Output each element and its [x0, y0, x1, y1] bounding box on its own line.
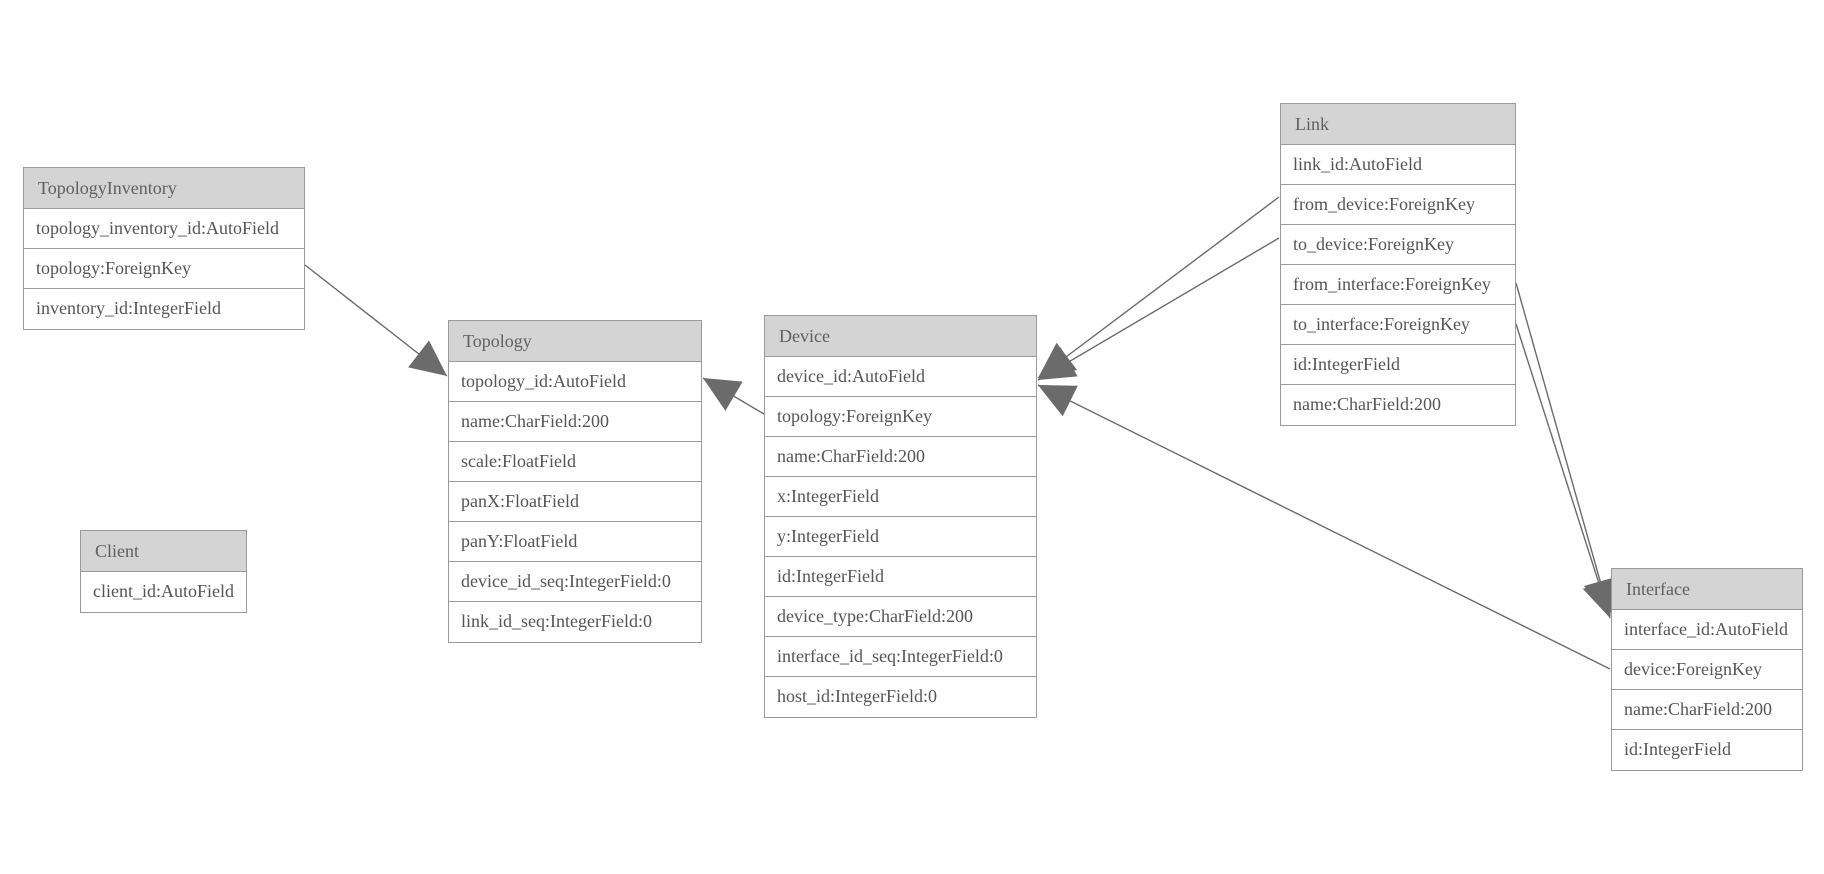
arrowhead-icon: [408, 340, 447, 376]
arrowhead-icon: [1038, 342, 1077, 378]
entity-field-row: topology_id:AutoField: [449, 362, 701, 402]
relationship-line: [702, 377, 765, 415]
entity-field-row: name:CharField:200: [765, 437, 1036, 477]
entity-field-row: id:IntegerField: [1612, 730, 1802, 770]
entity-title-device: Device: [765, 316, 1036, 357]
relationship-rel-device-topology: [702, 377, 765, 415]
entity-field-row: id:IntegerField: [1281, 345, 1515, 385]
arrowhead-icon: [703, 378, 743, 411]
entity-field-row: name:CharField:200: [1612, 690, 1802, 730]
entity-field-row: from_device:ForeignKey: [1281, 185, 1515, 225]
entity-field-row: link_id_seq:IntegerField:0: [449, 602, 701, 642]
entity-field-row: to_interface:ForeignKey: [1281, 305, 1515, 345]
entity-field-row: device_type:CharField:200: [765, 597, 1036, 637]
relationship-rel-link-frominterface: [1515, 282, 1617, 617]
entity-title-link: Link: [1281, 104, 1515, 145]
entity-field-row: id:IntegerField: [765, 557, 1036, 597]
relationship-line: [1037, 384, 1611, 670]
entity-field-row: x:IntegerField: [765, 477, 1036, 517]
entity-field-row: client_id:AutoField: [81, 572, 246, 612]
entity-field-row: host_id:IntegerField:0: [765, 677, 1036, 717]
entity-field-row: device:ForeignKey: [1612, 650, 1802, 690]
entity-title-topology_inventory: TopologyInventory: [24, 168, 304, 209]
entity-field-row: panX:FloatField: [449, 482, 701, 522]
entity-field-row: interface_id:AutoField: [1612, 610, 1802, 650]
arrowhead-icon: [1038, 347, 1078, 380]
entity-field-row: link_id:AutoField: [1281, 145, 1515, 185]
relationship-line: [1037, 196, 1280, 379]
entity-field-row: device_id:AutoField: [765, 357, 1036, 397]
entity-field-row: name:CharField:200: [449, 402, 701, 442]
entity-field-row: panY:FloatField: [449, 522, 701, 562]
entity-field-row: device_id_seq:IntegerField:0: [449, 562, 701, 602]
entity-field-row: name:CharField:200: [1281, 385, 1515, 425]
relationship-rel-link-todevice: [1037, 237, 1280, 381]
relationship-rel-link-tointerface: [1515, 323, 1616, 619]
entity-title-client: Client: [81, 531, 246, 572]
entity-field-row: from_interface:ForeignKey: [1281, 265, 1515, 305]
arrowhead-icon: [1038, 385, 1078, 417]
entity-title-interface: Interface: [1612, 569, 1802, 610]
entity-field-row: inventory_id:IntegerField: [24, 289, 304, 329]
relationship-rel-interface-device: [1037, 384, 1611, 670]
entity-field-row: y:IntegerField: [765, 517, 1036, 557]
relationship-line: [1515, 282, 1611, 617]
entity-field-row: topology:ForeignKey: [24, 249, 304, 289]
relationship-line: [1515, 323, 1611, 619]
relationship-rel-link-fromdevice: [1037, 196, 1280, 379]
entity-field-row: topology:ForeignKey: [765, 397, 1036, 437]
relationship-line: [1037, 237, 1280, 381]
entity-field-row: topology_inventory_id:AutoField: [24, 209, 304, 249]
entity-field-row: to_device:ForeignKey: [1281, 225, 1515, 265]
entity-title-topology: Topology: [449, 321, 701, 362]
entity-field-row: interface_id_seq:IntegerField:0: [765, 637, 1036, 677]
entity-field-row: scale:FloatField: [449, 442, 701, 482]
relationship-line: [304, 264, 448, 377]
relationship-rel-topologyinventory-topology: [304, 264, 448, 377]
